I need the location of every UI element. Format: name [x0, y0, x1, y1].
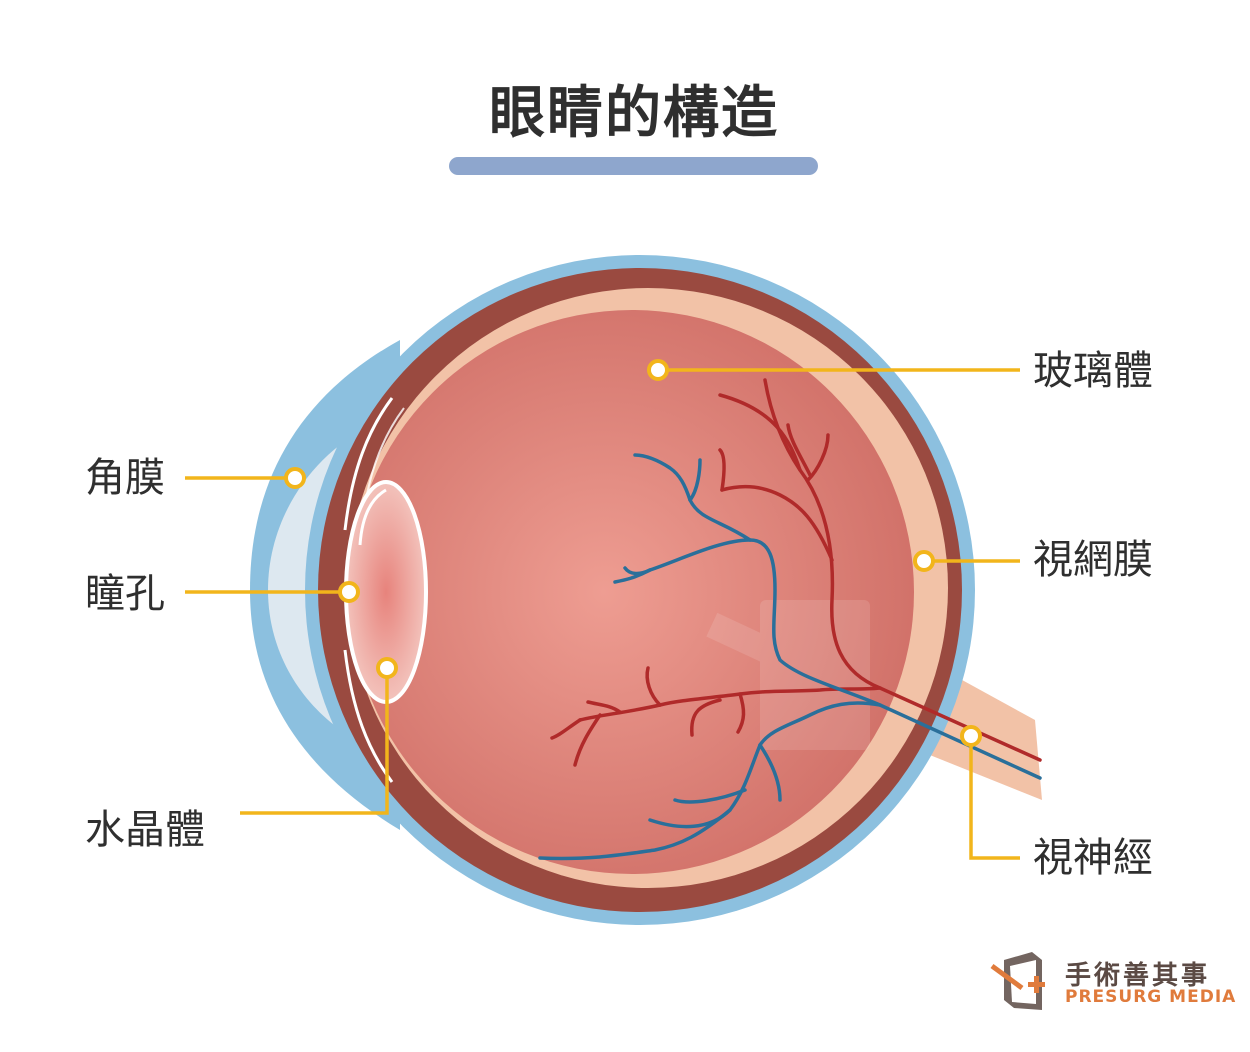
- veins: [538, 453, 1042, 861]
- vitreous-body: [350, 310, 914, 874]
- pupil-label: 瞳孔: [85, 571, 165, 617]
- lens-pointer-line: [240, 676, 389, 815]
- lens-label: 水晶體: [85, 807, 205, 853]
- brand-logo-icon: [990, 952, 1045, 1010]
- iris-back: [343, 649, 394, 783]
- watermark: [706, 600, 870, 750]
- optic-nerve-label: 視神經: [1033, 835, 1153, 881]
- page-title: 眼睛的構造: [489, 81, 779, 146]
- brand-name-en: PRESURG MEDIA: [1065, 987, 1237, 1007]
- iris-front: [343, 397, 394, 531]
- cornea-label: 角膜: [85, 455, 165, 501]
- title-underline: [449, 157, 818, 175]
- pointer-lines: [185, 368, 1020, 860]
- retina-label: 視網膜: [1033, 537, 1153, 583]
- vitreous-label: 玻璃體: [1033, 348, 1153, 394]
- pointer-dots: [284, 359, 982, 747]
- optic-nerve-pointer-line: [969, 745, 1020, 860]
- brand-name-cn: 手術善其事: [1065, 961, 1211, 991]
- arteries: [550, 378, 1042, 767]
